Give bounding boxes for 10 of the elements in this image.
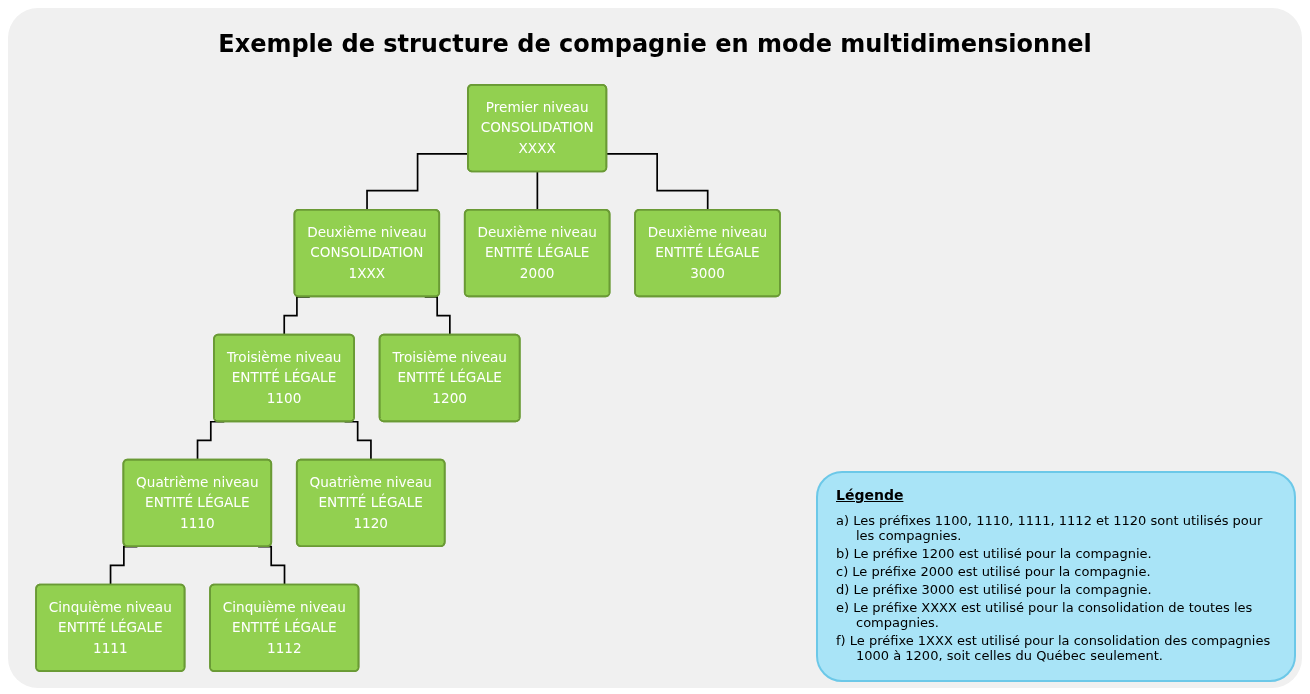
legend-note: e) Le préfixe XXXX est utilisé pour la consolidation de toutes les compagnies.: [836, 600, 1254, 630]
legend-note: c) Le préfixe 2000 est utilisé pour la compagnie.: [836, 564, 1152, 579]
legend-note: d) Le préfixe 3000 est utilisé pour la compagnie.: [836, 582, 1153, 597]
legend-note: a) Les préfixes 1100, 1110, 1111, 1112 et 1120 sont utilisés pour les compagnies.: [836, 513, 1264, 543]
legend-note: b) Le préfixe 1200 est utilisé pour la compagnie.: [836, 546, 1153, 561]
page-background: Exemple de structure de compagnie en mode multidimensionnel Premier niveau CONSOLIDATION XXXX Deuxième niveau CONSOLIDATION 1XXX Deuxième niveau ENTITÉ LÉGALE 2000 Deuxième niveau ENTITÉ LÉGALE 3000 Troisième niveau ENTITÉ LÉGALE 1100 Troisième niveau ENTITÉ LÉGALE 1200 Quatrième niveau ENTITÉ LÉGALE 1110 Quatrième niveau ENTITÉ LÉGALE 1120 Cinquième niveau ENTITÉ LÉGALE 1111 Cinquième niveau ENTITÉ LÉGALE 1112 Légende a) Les préfixes 1100, 1110, 1111, 1112 et 1120 sont utilisés pour les compagnies. b) Le préfixe 1200 est utilisé pour la compagnie. c) Le préfixe 2000 est utilisé pour la compagnie. d) Le préfixe 3000 est utilisé pour la compagnie. e) Le préfixe XXXX est utilisé pour la consolidation de toutes les compagnies. f) Le préfixe 1XXX est utilisé pour la consolidation des compagnies 1000 à 1200, soit celles du Québec seulement.: [8, 8, 1302, 688]
diagram-title: Exemple de structure de compagnie en mode multidimensionnel: [217, 30, 1093, 58]
legend-note: f) Le préfixe 1XXX est utilisé pour la consolidation des compagnies 1000 à 1200, soit celles du Québec seulement.: [836, 633, 1272, 663]
connector: [536, 171, 539, 211]
legend-heading: Légende: [836, 487, 905, 503]
